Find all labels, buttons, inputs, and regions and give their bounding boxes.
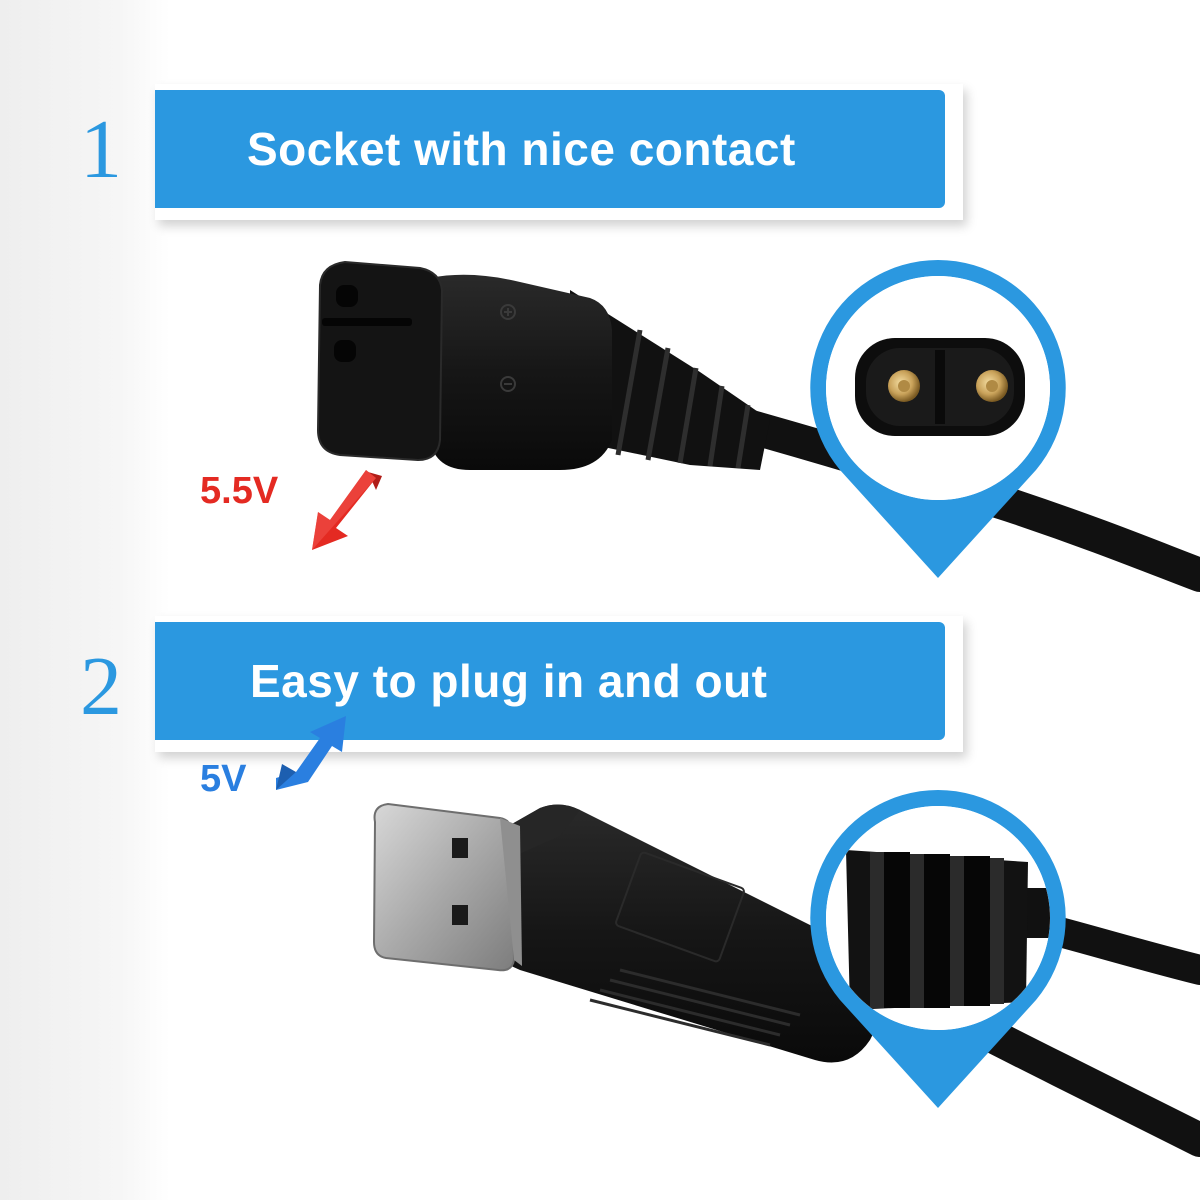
banner-2-title: Easy to plug in and out xyxy=(250,655,768,707)
voltage-label-5v: 5V xyxy=(200,758,247,800)
banner-2: Easy to plug in and out xyxy=(155,622,945,740)
banner-1: Socket with nice contact xyxy=(155,90,945,208)
arrow-down-red-icon xyxy=(312,470,382,550)
zoom-pin-1 xyxy=(810,260,1066,578)
step-1-number: 1 xyxy=(80,103,122,196)
shaver-plug-connector xyxy=(316,260,770,470)
banner-1-title: Socket with nice contact xyxy=(247,123,796,175)
zoom-pin-2 xyxy=(810,790,1066,1108)
arrow-up-blue-icon xyxy=(276,716,346,790)
voltage-label-5.5v: 5.5V xyxy=(200,470,279,512)
step-2-number: 2 xyxy=(80,640,122,733)
usb-plug xyxy=(372,802,893,1063)
